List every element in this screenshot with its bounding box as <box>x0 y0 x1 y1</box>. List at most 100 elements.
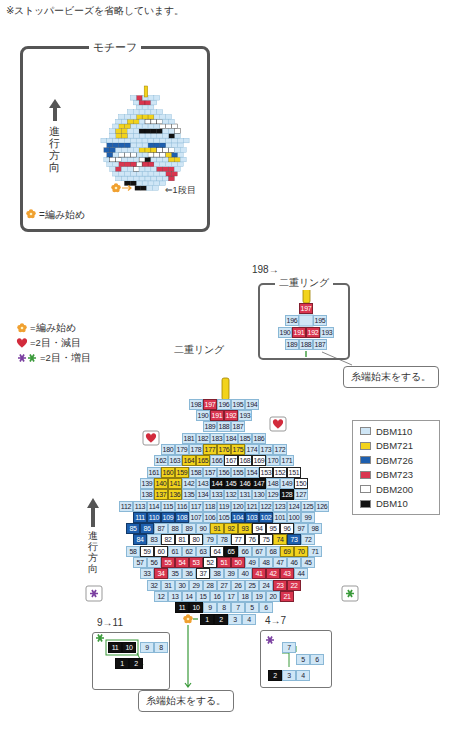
bead-number: 140 <box>154 478 168 489</box>
bead-number: 4 <box>296 670 310 681</box>
bead-number: 85 <box>126 523 140 534</box>
bead-number: 147 <box>252 478 266 489</box>
mini-bead <box>142 143 148 148</box>
mini-bead <box>116 119 122 124</box>
mini-bead <box>169 119 175 124</box>
mini-bead <box>145 100 151 105</box>
mini-bead <box>163 129 169 134</box>
mini-bead <box>104 157 110 162</box>
bead-number: 192 <box>224 410 238 421</box>
bead-number: 49 <box>245 557 259 568</box>
mini-bead <box>119 152 125 157</box>
bead-number: 97 <box>294 523 308 534</box>
bead-number: 32 <box>147 580 161 591</box>
mini-bead <box>148 124 154 129</box>
bead-number: 7 <box>282 642 296 653</box>
bead-number: 75 <box>259 534 273 545</box>
bead-number: 6 <box>310 654 324 665</box>
mini-bead <box>130 124 136 129</box>
direction-arrowhead <box>49 99 61 108</box>
mini-bead <box>174 133 180 138</box>
mini-bead <box>133 148 139 153</box>
mini-bead <box>142 162 148 167</box>
bead-number: 91 <box>210 523 224 534</box>
bead-number: 133 <box>210 489 224 500</box>
bead-number: 109 <box>161 512 175 523</box>
bead-number: 175 <box>231 444 245 455</box>
bead-number: 113 <box>133 501 147 512</box>
bead-number: 191 <box>292 327 306 338</box>
increase-symbol <box>18 355 26 362</box>
note-label: =2目・増目 <box>40 352 91 365</box>
bead-number: 190 <box>278 327 292 338</box>
bead-number: 196 <box>217 399 231 410</box>
mini-bead <box>147 186 153 191</box>
note-label: =編み始め <box>30 322 76 335</box>
mini-bead <box>136 124 142 129</box>
leader-line <box>185 625 191 687</box>
mini-bead <box>166 138 172 143</box>
mini-bead <box>116 176 122 181</box>
mini-bead <box>169 157 175 162</box>
mini-bead <box>116 148 122 153</box>
mini-bead <box>130 181 136 186</box>
start-arrow <box>122 186 131 191</box>
mini-bead <box>133 167 139 172</box>
mini-bead <box>136 96 142 101</box>
mini-bead <box>113 152 119 157</box>
bead-number: 179 <box>175 444 189 455</box>
mini-ring <box>144 86 148 97</box>
bead-number: 50 <box>231 557 245 568</box>
bead-number: 27 <box>217 580 231 591</box>
mini-bead <box>110 148 116 153</box>
mini-bead <box>142 171 148 176</box>
bead-number: 135 <box>182 489 196 500</box>
bead-number: 23 <box>273 580 287 591</box>
bead-number: 46 <box>287 557 301 568</box>
mini-bead <box>139 176 145 181</box>
bead-number: 60 <box>154 546 168 557</box>
mini-bead <box>145 157 151 162</box>
bead-number: 47 <box>273 557 287 568</box>
bead-number: 114 <box>147 501 161 512</box>
bead-number: 56 <box>147 557 161 568</box>
mini-bead <box>119 171 125 176</box>
bead-number: 63 <box>196 546 210 557</box>
bead-number: 180 <box>161 444 175 455</box>
mini-bead <box>157 148 163 153</box>
direction-arrow <box>91 506 95 527</box>
legend-row: DBM721 <box>353 439 439 454</box>
thread-path <box>305 351 306 357</box>
bead-number: 64 <box>210 546 224 557</box>
mini-bead <box>145 167 151 172</box>
bead-number: 146 <box>238 478 252 489</box>
mini-bead <box>121 176 127 181</box>
start-symbol <box>111 183 120 192</box>
bead-number: 126 <box>315 501 329 512</box>
mini-bead <box>124 152 130 157</box>
bead-number: 11 <box>108 642 122 653</box>
bead-number: 55 <box>161 557 175 568</box>
mini-bead <box>160 162 166 167</box>
start-symbol <box>26 209 35 218</box>
mini-bead <box>154 162 160 167</box>
mini-bead <box>177 152 183 157</box>
bead-number: 107 <box>189 512 203 523</box>
mini-bead <box>145 148 151 153</box>
mini-bead <box>166 143 172 148</box>
legend-swatch <box>360 500 371 508</box>
mini-bead <box>119 124 125 129</box>
bead-number: 122 <box>259 501 273 512</box>
bead-number: 178 <box>189 444 203 455</box>
bead-number: 99 <box>301 512 315 523</box>
bead-number: 95 <box>266 523 280 534</box>
motif-illustration <box>101 96 189 191</box>
bead-number: 16 <box>210 591 224 602</box>
note-label: ※ストッパービーズを省略しています。 <box>6 4 184 18</box>
bead-number: 173 <box>259 444 273 455</box>
start-symbol <box>17 323 26 332</box>
bead-number: 182 <box>196 433 210 444</box>
increase-symbol <box>96 635 104 642</box>
mini-bead <box>130 138 136 143</box>
mini-bead <box>160 152 166 157</box>
